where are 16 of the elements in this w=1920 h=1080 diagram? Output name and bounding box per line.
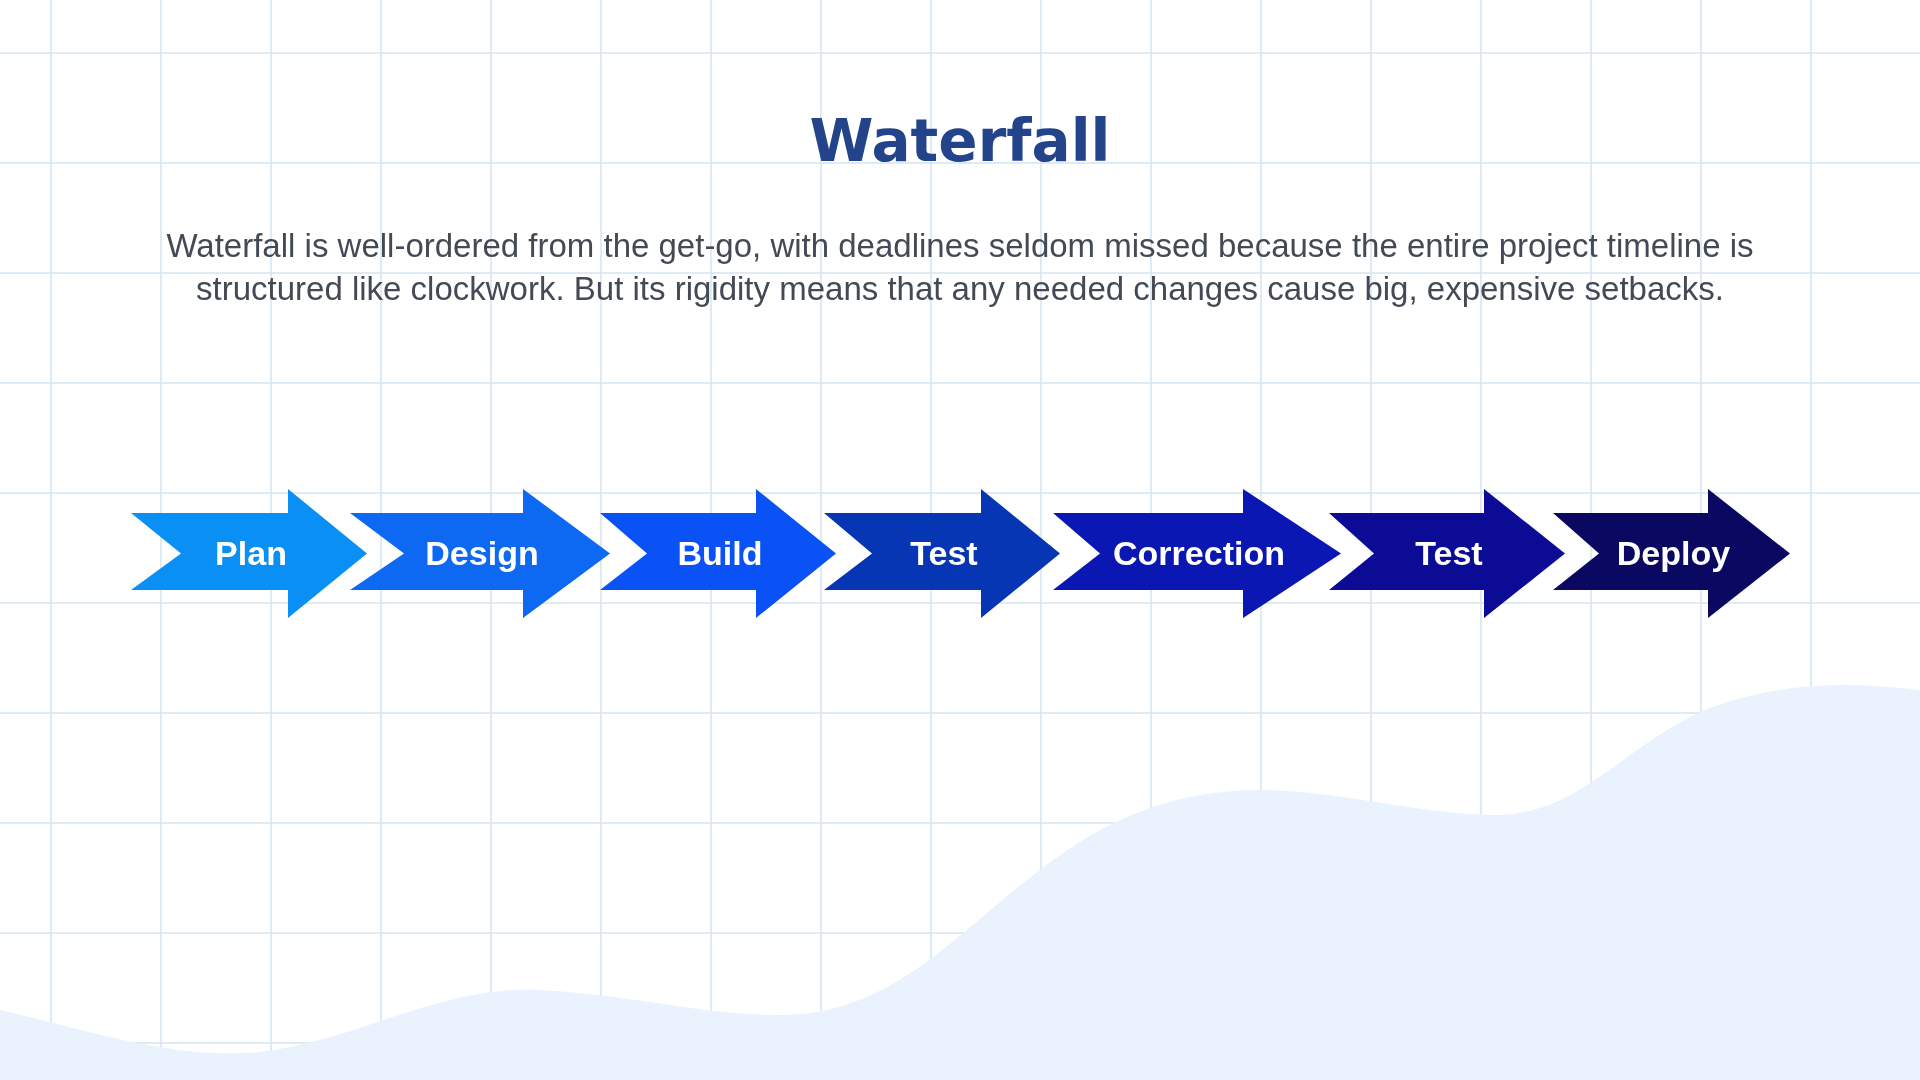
step-label: Plan (215, 534, 287, 573)
process-step-shape (1053, 489, 1341, 618)
step-label: Design (425, 534, 539, 573)
process-step-shape (131, 489, 367, 618)
process-step-shape (824, 489, 1060, 618)
step-label: Deploy (1616, 534, 1731, 573)
process-step-shape (1329, 489, 1565, 618)
description-text: Waterfall is well-ordered from the get-go, with deadlines seldom missed because the entire project timeline is structured like clockwork. But its rigidity means that any needed changes cause big, expensive setbacks. (165, 226, 1755, 309)
process-step-shape (600, 489, 836, 618)
step-label: Test (1415, 534, 1483, 573)
step-label: Correction (1113, 534, 1285, 573)
process-step-shape (350, 489, 610, 618)
step-label: Test (910, 534, 978, 573)
title: Waterfall (809, 110, 1111, 174)
step-label: Build (677, 534, 763, 573)
process-step-shape (1553, 489, 1790, 618)
